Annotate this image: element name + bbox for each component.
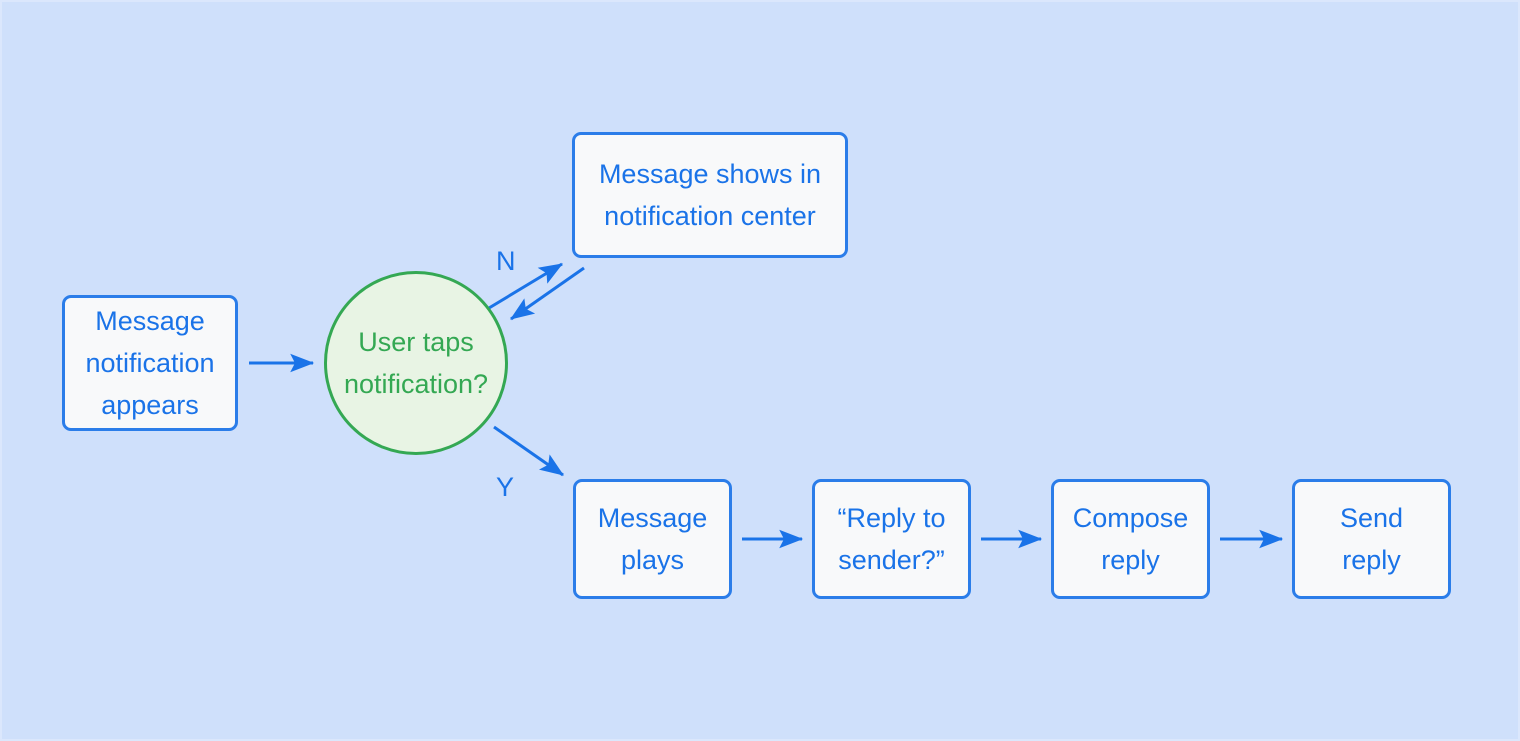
node-message-shows-in-notification-center[interactable]: Message shows in notification center [572,132,848,258]
node-label: Send reply [1339,503,1404,575]
node-user-taps-notification[interactable]: User taps notification? [324,271,508,455]
node-reply-to-sender[interactable]: “Reply to sender?” [812,479,971,599]
node-send-reply[interactable]: Send reply [1292,479,1451,599]
edge-notification-center-to-decision [510,266,585,321]
node-message-notification-appears[interactable]: Message notification appears [62,295,238,431]
node-label: Message plays [597,503,708,575]
branch-label-yes: Y [496,472,515,502]
node-label: Message notification appears [85,306,215,420]
node-label: Compose reply [1072,503,1189,575]
node-label: User taps notification? [343,327,489,399]
node-message-plays[interactable]: Message plays [573,479,732,599]
node-compose-reply[interactable]: Compose reply [1051,479,1210,599]
node-label: “Reply to sender?” [837,503,946,575]
edge-decision-to-message-plays [493,425,564,477]
node-label: Message shows in notification center [598,159,822,231]
branch-label-no: N [496,246,516,276]
